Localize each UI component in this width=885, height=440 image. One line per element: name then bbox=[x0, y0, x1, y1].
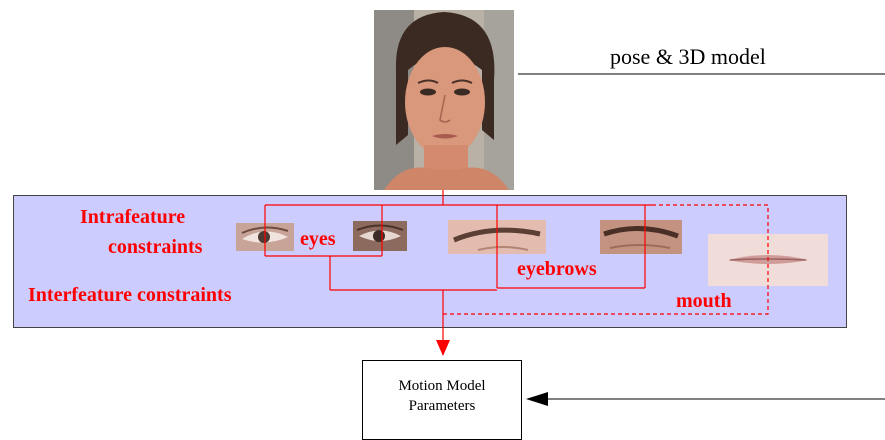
motion-model-line2: Parameters bbox=[408, 398, 476, 414]
intrafeature-label-line1: Intrafeature bbox=[80, 206, 186, 228]
pose-3d-model-label: pose & 3D model bbox=[610, 44, 766, 69]
interfeature-label: Interfeature constraints bbox=[28, 284, 232, 306]
feedback-arrowhead bbox=[526, 392, 548, 406]
eyes-label: eyes bbox=[300, 228, 336, 250]
right-eyebrow-crop bbox=[600, 220, 682, 254]
mouth-label: mouth bbox=[676, 290, 732, 312]
motion-model-box: Motion Model Parameters bbox=[362, 360, 522, 440]
face-photo bbox=[374, 10, 514, 190]
down-arrowhead bbox=[436, 340, 450, 356]
constraint-tree bbox=[264, 190, 769, 345]
intrafeature-label-line2: constraints bbox=[108, 236, 203, 258]
eyebrows-label: eyebrows bbox=[517, 258, 597, 280]
motion-model-line1: Motion Model bbox=[398, 378, 486, 394]
